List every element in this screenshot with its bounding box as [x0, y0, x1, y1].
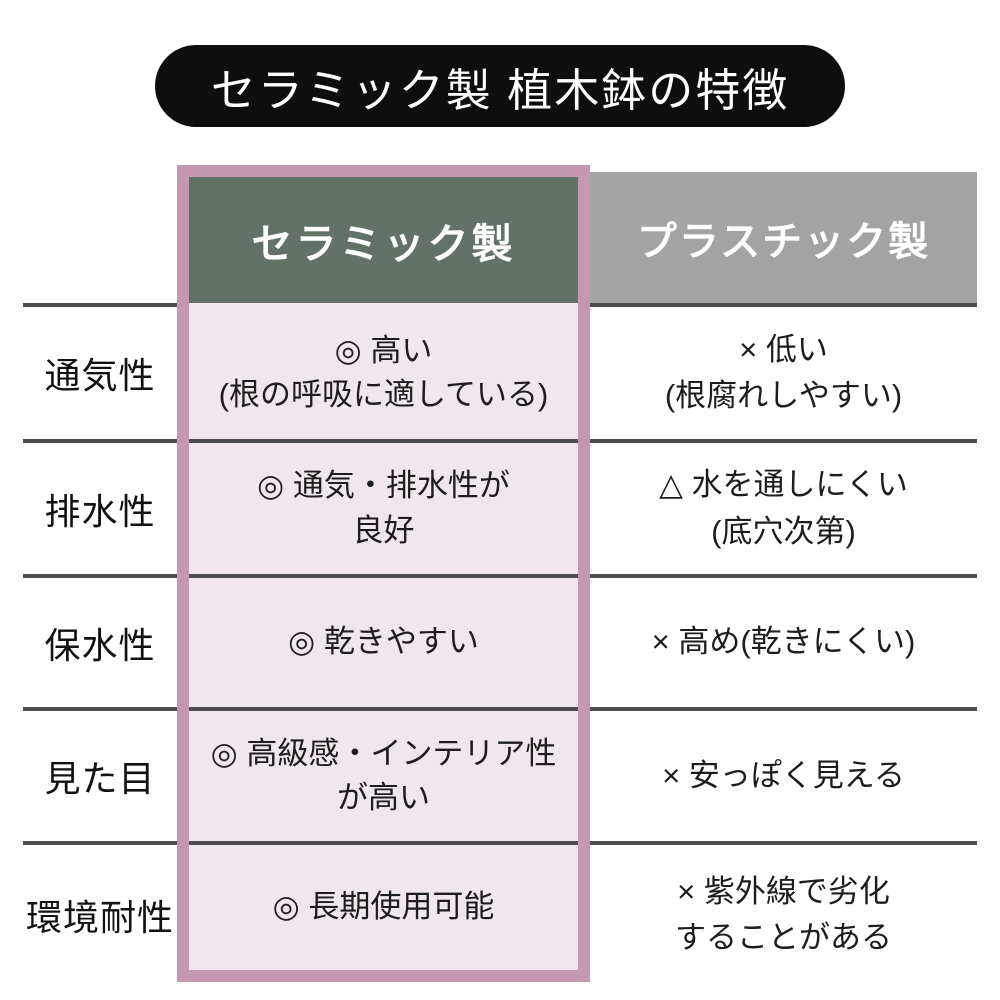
row-divider: [590, 841, 977, 845]
row-label-water-retention: 保水性: [44, 624, 156, 666]
row-divider: [189, 439, 578, 443]
row-divider: [590, 439, 977, 443]
row-divider: [189, 574, 578, 578]
plastic-cell-appearance: × 安っぽく見える: [662, 757, 905, 793]
row-label-breathability: 通気性: [44, 355, 156, 396]
row-divider: [590, 707, 977, 711]
plastic-cell-durability: × 紫外線で劣化 することがある: [675, 873, 892, 956]
row-label-durability: 環境耐性: [25, 897, 174, 938]
plastic-cell-breathability: × 低い (根腐れしやすい): [664, 331, 903, 414]
column-header-plastic: プラスチック製: [590, 172, 977, 303]
ceramic-cell-drainage: ◎ 通気・排水性が 良好: [257, 468, 510, 548]
ceramic-cell-appearance: ◎ 高級感・インテリア性 が高い: [210, 735, 557, 815]
row-label-drainage: 排水性: [44, 490, 156, 532]
row-divider: [189, 841, 578, 845]
row-divider: [189, 707, 578, 711]
row-divider: [590, 303, 977, 307]
ceramic-cell-durability: ◎ 長期使用可能: [272, 889, 495, 925]
column-header-plastic-text: プラスチック製: [636, 219, 931, 264]
ceramic-cell-water-retention: ◎ 乾きやすい: [288, 624, 479, 660]
page-title: セラミック製 植木鉢の特徴: [155, 45, 845, 127]
row-divider: [23, 303, 177, 307]
ceramic-cell-breathability: ◎ 高い (根の呼吸に適している): [218, 332, 549, 412]
column-header-ceramic-text: セラミック製: [251, 221, 516, 267]
plastic-cell-drainage: △ 水を通しにくい (底穴次第): [659, 467, 908, 549]
column-header-ceramic: セラミック製: [189, 177, 578, 303]
row-label-appearance: 見た目: [44, 758, 156, 799]
plastic-cell-water-retention: × 高め(乾きにくい): [651, 624, 916, 660]
row-divider: [23, 439, 177, 443]
page-title-text: セラミック製 植木鉢の特徴: [210, 64, 790, 116]
row-divider: [23, 841, 177, 845]
row-divider: [23, 574, 177, 578]
row-divider: [590, 574, 977, 578]
row-divider: [23, 707, 177, 711]
